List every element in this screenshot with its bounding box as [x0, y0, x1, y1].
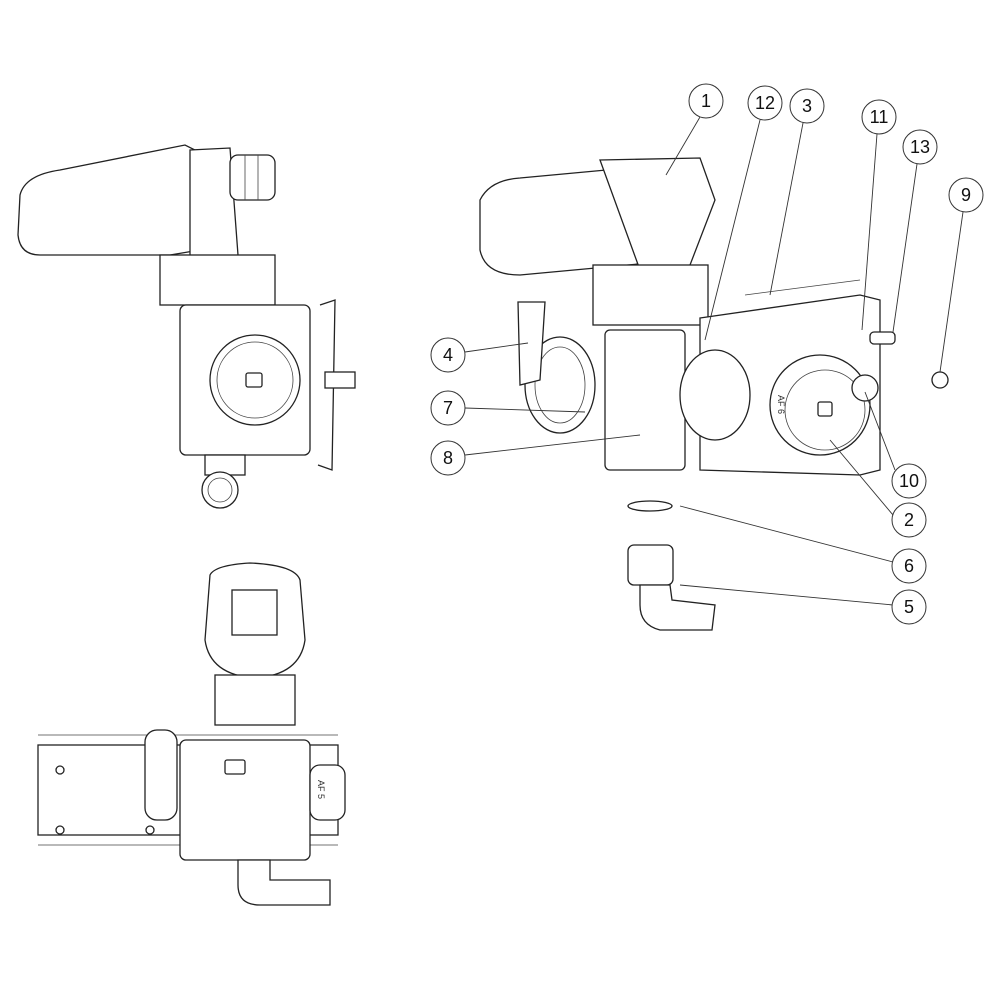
callout-9: 9 [948, 177, 984, 213]
iso-body [604, 329, 686, 471]
handle-top-view [204, 562, 306, 679]
actuator-top [214, 674, 296, 726]
lever-handle [17, 144, 201, 256]
svg-text:5: 5 [904, 597, 914, 617]
svg-text:7: 7 [443, 398, 453, 418]
inlet-elbow [144, 729, 178, 821]
callout-4: 4 [430, 337, 466, 373]
leader-lines [464, 116, 964, 606]
body-top-view [179, 739, 311, 861]
callout-1: 1 [688, 83, 724, 119]
filter-cap [209, 334, 301, 426]
outlet-elbow [237, 859, 331, 906]
svg-text:3: 3 [802, 96, 812, 116]
callout-8: 8 [430, 440, 466, 476]
iso-nut [931, 371, 949, 389]
callout-7: 7 [430, 390, 466, 426]
svg-text:9: 9 [961, 185, 971, 205]
iso-inlet-barb [517, 301, 546, 386]
iso-view: AF 6 [479, 157, 949, 631]
iso-outlet-coupling [679, 349, 751, 441]
callout-3: 3 [789, 88, 825, 124]
top-connector [229, 154, 276, 201]
callout-6: 6 [891, 548, 927, 584]
svg-text:11: 11 [870, 107, 889, 127]
front-view [17, 144, 356, 509]
svg-text:8: 8 [443, 448, 453, 468]
iso-lower-coupling [627, 544, 674, 586]
svg-text:1: 1 [701, 91, 711, 111]
iso-lower-elbow [639, 584, 716, 631]
svg-text:6: 6 [904, 556, 914, 576]
iso-filter-marking: AF 6 [776, 395, 786, 414]
iso-plate [851, 374, 879, 402]
iso-actuator [592, 264, 709, 326]
callout-12: 12 [747, 85, 783, 121]
iso-inlet-coupling [524, 336, 596, 434]
actuator-block [159, 254, 276, 306]
bottom-filter-marking: AF 5 [316, 780, 326, 799]
svg-text:12: 12 [755, 93, 775, 113]
svg-text:4: 4 [443, 345, 453, 365]
callout-13: 13 [902, 129, 938, 165]
callout-2: 2 [891, 502, 927, 538]
outlet-stub [204, 454, 246, 476]
iso-oring [627, 500, 673, 512]
bolt [324, 371, 356, 389]
svg-text:10: 10 [899, 471, 919, 491]
bottom-view: AF 5 [37, 562, 346, 906]
callout-11: 11 [861, 99, 897, 135]
outlet-pipe [201, 471, 239, 509]
filter-side [309, 764, 346, 821]
svg-text:2: 2 [904, 510, 914, 530]
svg-text:13: 13 [910, 137, 930, 157]
callout-10: 10 [891, 463, 927, 499]
callout-5: 5 [891, 589, 927, 625]
iso-bolt [869, 331, 896, 345]
callouts: 1 12 3 11 13 9 4 7 8 10 2 6 5 [430, 83, 984, 625]
